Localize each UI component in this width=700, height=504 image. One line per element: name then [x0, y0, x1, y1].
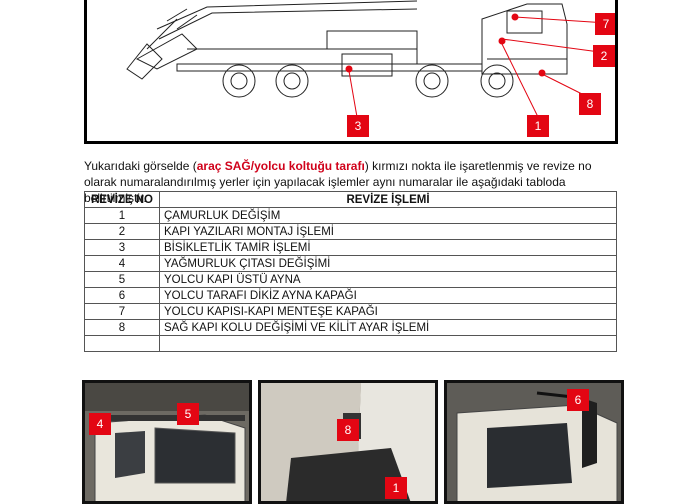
row-operation: ÇAMURLUK DEĞİŞİM: [159, 207, 617, 224]
truck-line-drawing: [126, 0, 608, 120]
table-header-row: REVİZE NO REVİZE İŞLEMİ: [84, 191, 617, 208]
photo-cab-left: 4 5: [82, 380, 252, 504]
row-operation: YOLCU TARAFI DİKİZ AYNA KAPAĞI: [159, 287, 617, 304]
photo-cab-right: 6: [444, 380, 624, 504]
row-operation: YOLCU KAPI ÜSTÜ AYNA: [159, 271, 617, 288]
photo-marker-4: 4: [89, 413, 111, 435]
row-no: 1: [84, 207, 160, 224]
row-no: 5: [84, 271, 160, 288]
row-operation: BİSİKLETLİK TAMİR İŞLEMİ: [159, 239, 617, 256]
photo-marker-5: 5: [177, 403, 199, 425]
row-operation: YAĞMURLUK ÇITASI DEĞİŞİMİ: [159, 255, 617, 272]
row-no: 7: [84, 303, 160, 320]
mirror-photo-drawing: [447, 383, 621, 501]
photo-marker-8: 8: [337, 419, 359, 441]
cab-photo-drawing: [85, 383, 249, 501]
marker-3: 3: [347, 115, 369, 137]
row-operation: YOLCU KAPISI-KAPI MENTEŞE KAPAĞI: [159, 303, 617, 320]
door-photo-drawing: [261, 383, 435, 501]
marker-1: 1: [527, 115, 549, 137]
row-no: 6: [84, 287, 160, 304]
caption-highlight: araç SAĞ/yolcu koltuğu tarafı: [196, 159, 365, 173]
photo-marker-6: 6: [567, 389, 589, 411]
header-revize-islemi: REVİZE İŞLEMİ: [159, 191, 617, 208]
caption-before: Yukarıdaki görselde (: [84, 159, 197, 173]
row-no: 3: [84, 239, 160, 256]
photo-marker-1: 1: [385, 477, 407, 499]
marker-8: 8: [579, 93, 601, 115]
header-revize-no: REVİZE NO: [84, 191, 160, 208]
row-no: 4: [84, 255, 160, 272]
row-no: [84, 335, 160, 352]
row-operation: [159, 335, 617, 352]
row-operation: KAPI YAZILARI MONTAJ İŞLEMİ: [159, 223, 617, 240]
row-no: 8: [84, 319, 160, 336]
photo-door-side: 8 1: [258, 380, 438, 504]
marker-2: 2: [593, 45, 615, 67]
row-no: 2: [84, 223, 160, 240]
marker-7: 7: [595, 13, 615, 35]
row-operation: SAĞ KAPI KOLU DEĞİŞİMİ VE KİLİT AYAR İŞL…: [159, 319, 617, 336]
truck-diagram: 7 2 8 3 1: [84, 0, 618, 144]
table-row: [84, 335, 617, 352]
